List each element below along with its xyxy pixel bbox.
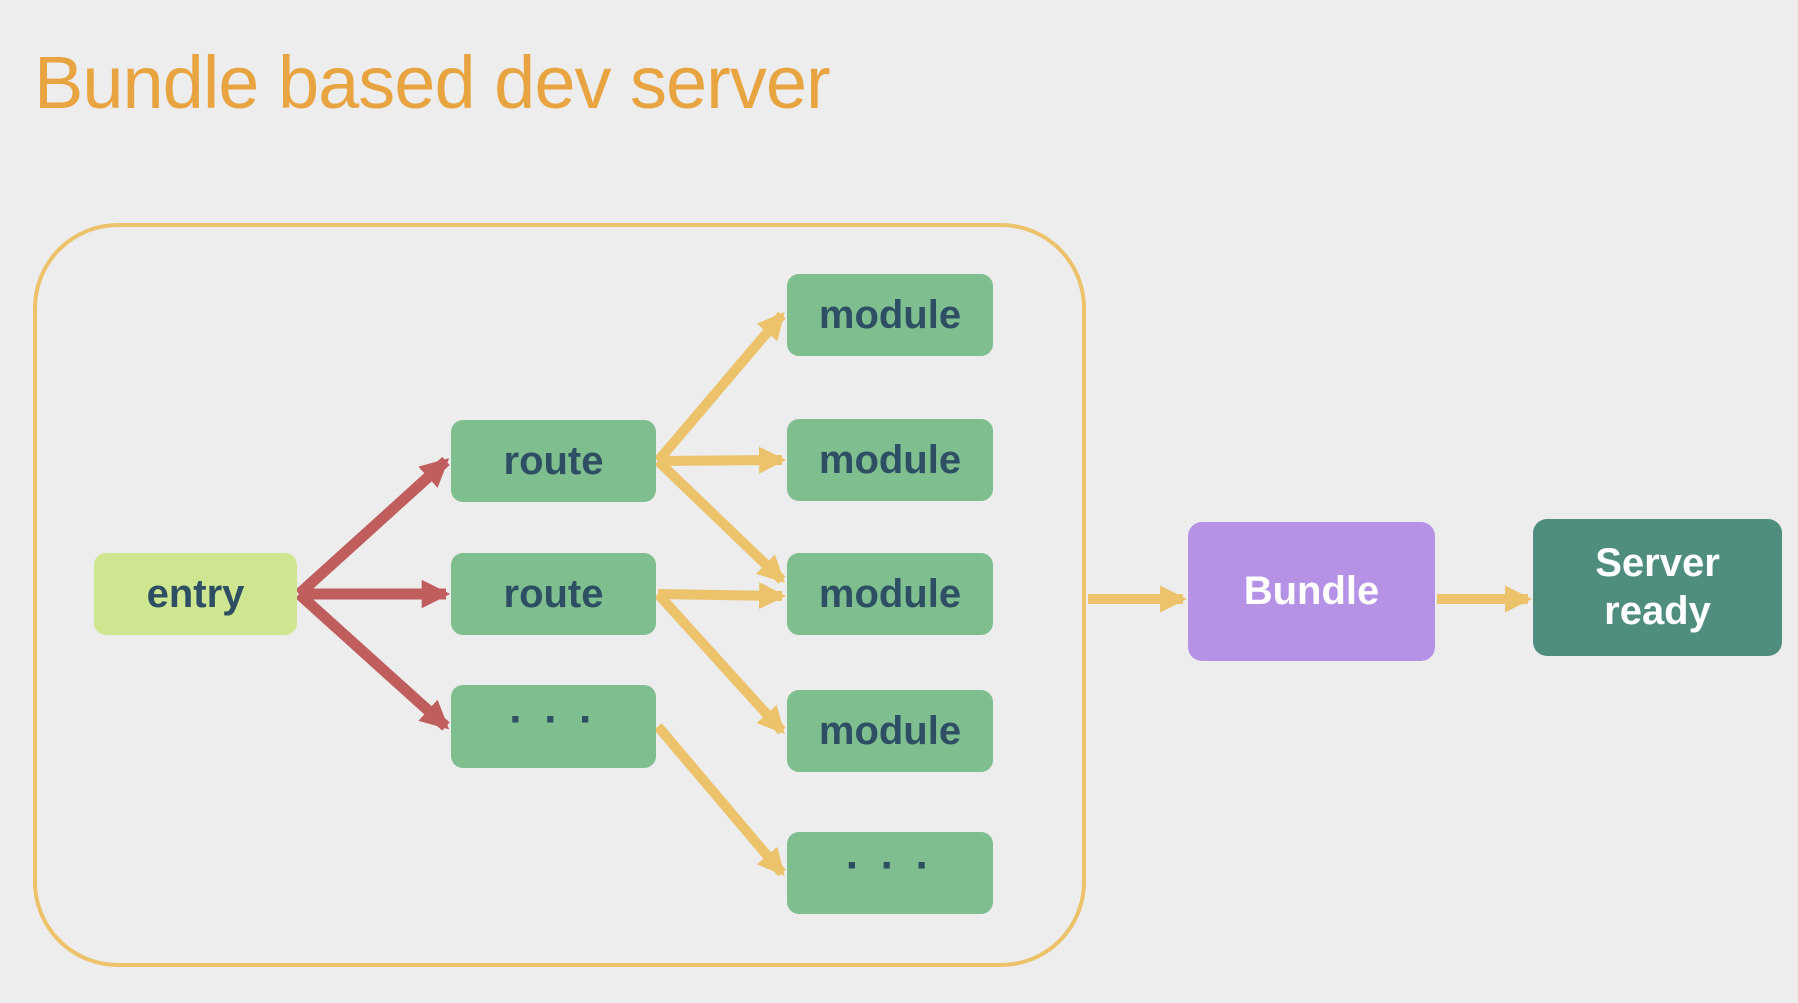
edge-route-1-to-module-3 [654,457,786,584]
node-module-ellipsis: · · · [787,832,993,914]
node-route-1: route [451,420,656,502]
node-module-1: module [787,274,993,356]
node-bundle: Bundle [1188,522,1435,661]
diagram-title: Bundle based dev server [34,41,831,124]
edge-route-more-to-module-more [654,723,786,877]
dev-server-boundary-box [33,223,1086,967]
node-route-2: route [451,553,656,635]
edge-route-2-to-module-3 [657,582,787,610]
edge-route-2-to-module-4 [654,590,786,735]
node-module-4: module [787,690,993,772]
node-module-2: module [787,419,993,501]
node-server-ready: Server ready [1533,519,1782,656]
edge-entry-to-route-more [295,589,450,731]
edge-entry-to-route-1 [295,456,450,599]
node-module-3: module [787,553,993,635]
node-route-ellipsis: · · · [451,685,656,768]
edge-route-1-to-module-2 [657,446,787,474]
node-entry: entry [94,553,297,635]
edge-route-1-to-module-1 [654,311,786,465]
